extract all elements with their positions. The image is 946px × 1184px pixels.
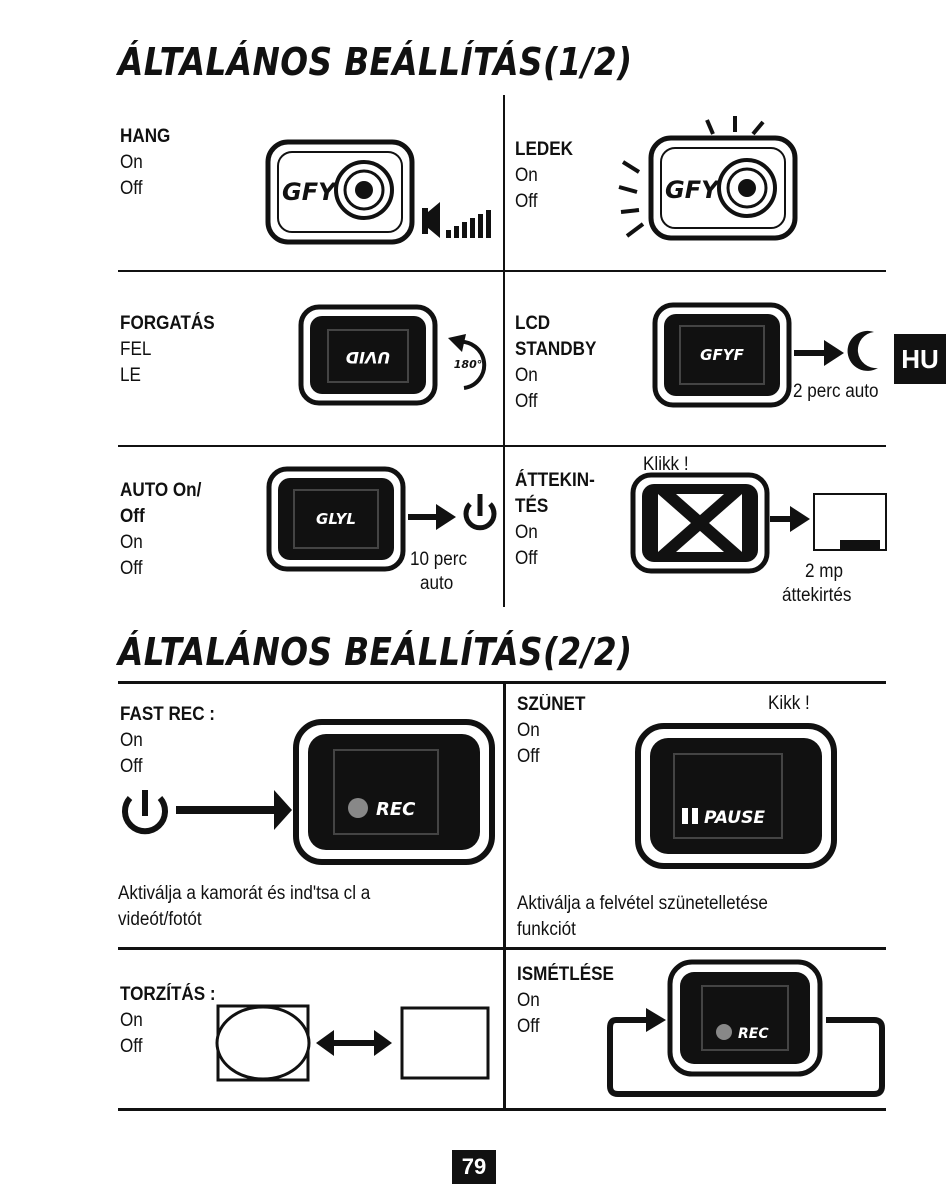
auto-screen-text: GLYL bbox=[316, 510, 356, 528]
attekintes-setting: ÁTTEKIN- TÉS On Off bbox=[515, 468, 595, 572]
divider bbox=[503, 95, 505, 607]
ledek-heading: LEDEK bbox=[515, 139, 573, 160]
fastrec-heading: FAST REC : bbox=[120, 704, 216, 725]
arrow-right-icon bbox=[436, 504, 456, 530]
camera-led-figure: GFYF bbox=[618, 116, 798, 241]
rec-label: REC bbox=[738, 1026, 769, 1042]
option-off: Off bbox=[120, 558, 143, 579]
fastrec-figure: REC bbox=[122, 719, 495, 865]
divider bbox=[118, 445, 886, 447]
arrow-right-icon bbox=[646, 1008, 666, 1032]
attekintes-heading-2: TÉS bbox=[515, 496, 549, 517]
torzitas-heading: TORZÍTÁS : bbox=[120, 984, 216, 1005]
language-tab: HU bbox=[894, 334, 946, 384]
arrow-right-icon bbox=[790, 506, 810, 532]
lcd-heading: LCD bbox=[515, 313, 551, 334]
pause-label: PAUSE bbox=[704, 808, 765, 828]
attekintes-heading: ÁTTEKIN- bbox=[515, 470, 595, 491]
szunet-caption-2: funkciót bbox=[517, 919, 576, 940]
auto-heading-2: Off bbox=[120, 506, 145, 527]
szunet-caption-1: Aktiválja a felvétel szünetelletése bbox=[517, 893, 768, 914]
fastrec-setting: FAST REC : On Off bbox=[120, 702, 215, 780]
fisheye-shape bbox=[215, 1005, 311, 1081]
arrow-right-icon bbox=[824, 340, 844, 366]
szunet-click: Kikk ! bbox=[768, 693, 810, 714]
attekintes-note-1: 2 mp bbox=[805, 561, 844, 582]
option-off: Off bbox=[120, 1036, 143, 1057]
camera-sound-figure: GFYF bbox=[265, 139, 491, 245]
option-le: LE bbox=[120, 365, 141, 386]
auto-note-2: auto bbox=[420, 573, 454, 594]
option-on: On bbox=[120, 1010, 143, 1031]
auto-note-1: 10 perc bbox=[410, 549, 468, 570]
szunet-heading: SZÜNET bbox=[517, 694, 586, 715]
option-off: Off bbox=[515, 191, 538, 212]
divider bbox=[118, 270, 886, 272]
attekintes-note-2: áttekirtés bbox=[782, 585, 852, 606]
rec-label: REC bbox=[376, 799, 416, 820]
option-on: On bbox=[120, 532, 143, 553]
divider bbox=[118, 681, 886, 684]
flat-frame bbox=[400, 1006, 490, 1080]
option-on: On bbox=[515, 165, 538, 186]
option-on: On bbox=[517, 720, 540, 741]
led-rays-icon bbox=[618, 116, 765, 238]
section-title-1: ÁLTALÁNOS BEÁLLÍTÁS(1/2) bbox=[118, 40, 633, 84]
auto-heading: AUTO On/ bbox=[120, 480, 202, 501]
torzitas-setting: TORZÍTÁS : On Off bbox=[120, 982, 216, 1060]
camera-lcd-figure: GFYF bbox=[652, 302, 878, 408]
fastrec-caption-1: Aktiválja a kamorát és ind'tsa cl a bbox=[118, 883, 371, 904]
ledek-setting: LEDEK On Off bbox=[515, 137, 573, 215]
option-on: On bbox=[120, 152, 143, 173]
arrow-left-icon bbox=[316, 1030, 334, 1056]
moon-icon bbox=[847, 330, 878, 371]
hang-heading: HANG bbox=[120, 126, 171, 147]
page-number: 79 bbox=[452, 1150, 496, 1184]
camera-rotate-figure: UVID 180° bbox=[298, 304, 487, 406]
power-icon bbox=[463, 494, 497, 531]
divider bbox=[118, 1108, 886, 1111]
option-on: On bbox=[515, 365, 538, 386]
section-title-2: ÁLTALÁNOS BEÁLLÍTÁS(2/2) bbox=[118, 630, 633, 674]
distortion-figure bbox=[215, 1004, 490, 1082]
loop-arrow bbox=[607, 1017, 885, 1097]
auto-setting: AUTO On/ Off On Off bbox=[120, 478, 201, 582]
lcd-heading-2: STANDBY bbox=[515, 339, 597, 360]
fastrec-caption-2: videót/fotót bbox=[118, 909, 202, 930]
lcd-note: 2 perc auto bbox=[793, 381, 879, 402]
rotated-screen-text: UVID bbox=[346, 348, 391, 367]
rotate-label: 180° bbox=[454, 358, 482, 371]
option-fel: FEL bbox=[120, 339, 152, 360]
option-on: On bbox=[517, 990, 540, 1011]
speaker-icon bbox=[422, 202, 491, 238]
pause-icon bbox=[682, 808, 688, 824]
option-off: Off bbox=[515, 548, 538, 569]
forgatas-heading: FORGATÁS bbox=[120, 313, 215, 334]
ismetles-setting: ISMÉTLÉSE On Off bbox=[517, 962, 614, 1040]
rotate-arrow-icon bbox=[457, 339, 487, 390]
lcd-screen-text: GFYF bbox=[700, 346, 744, 364]
hang-setting: HANG On Off bbox=[120, 124, 170, 202]
option-off: Off bbox=[120, 756, 143, 777]
option-off: Off bbox=[517, 1016, 540, 1037]
arrow-right-icon bbox=[274, 790, 292, 830]
ismetles-heading: ISMÉTLÉSE bbox=[517, 964, 614, 985]
divider bbox=[118, 947, 886, 950]
power-icon bbox=[122, 790, 168, 835]
option-off: Off bbox=[517, 746, 540, 767]
attekintes-click: Klikk ! bbox=[643, 454, 689, 475]
camera-review-figure bbox=[630, 472, 887, 574]
camera-pause-figure: PAUSE bbox=[635, 723, 837, 869]
option-on: On bbox=[120, 730, 143, 751]
camera-auto-figure: GLYL bbox=[266, 466, 497, 572]
divider bbox=[503, 681, 506, 1111]
option-off: Off bbox=[515, 391, 538, 412]
lcd-setting: LCD STANDBY On Off bbox=[515, 311, 596, 415]
loop-rec-figure: REC bbox=[607, 959, 885, 1097]
option-off: Off bbox=[120, 178, 143, 199]
option-on: On bbox=[515, 522, 538, 543]
arrow-right-icon bbox=[374, 1030, 392, 1056]
szunet-setting: SZÜNET On Off bbox=[517, 692, 585, 770]
forgatas-setting: FORGATÁS FEL LE bbox=[120, 311, 215, 389]
